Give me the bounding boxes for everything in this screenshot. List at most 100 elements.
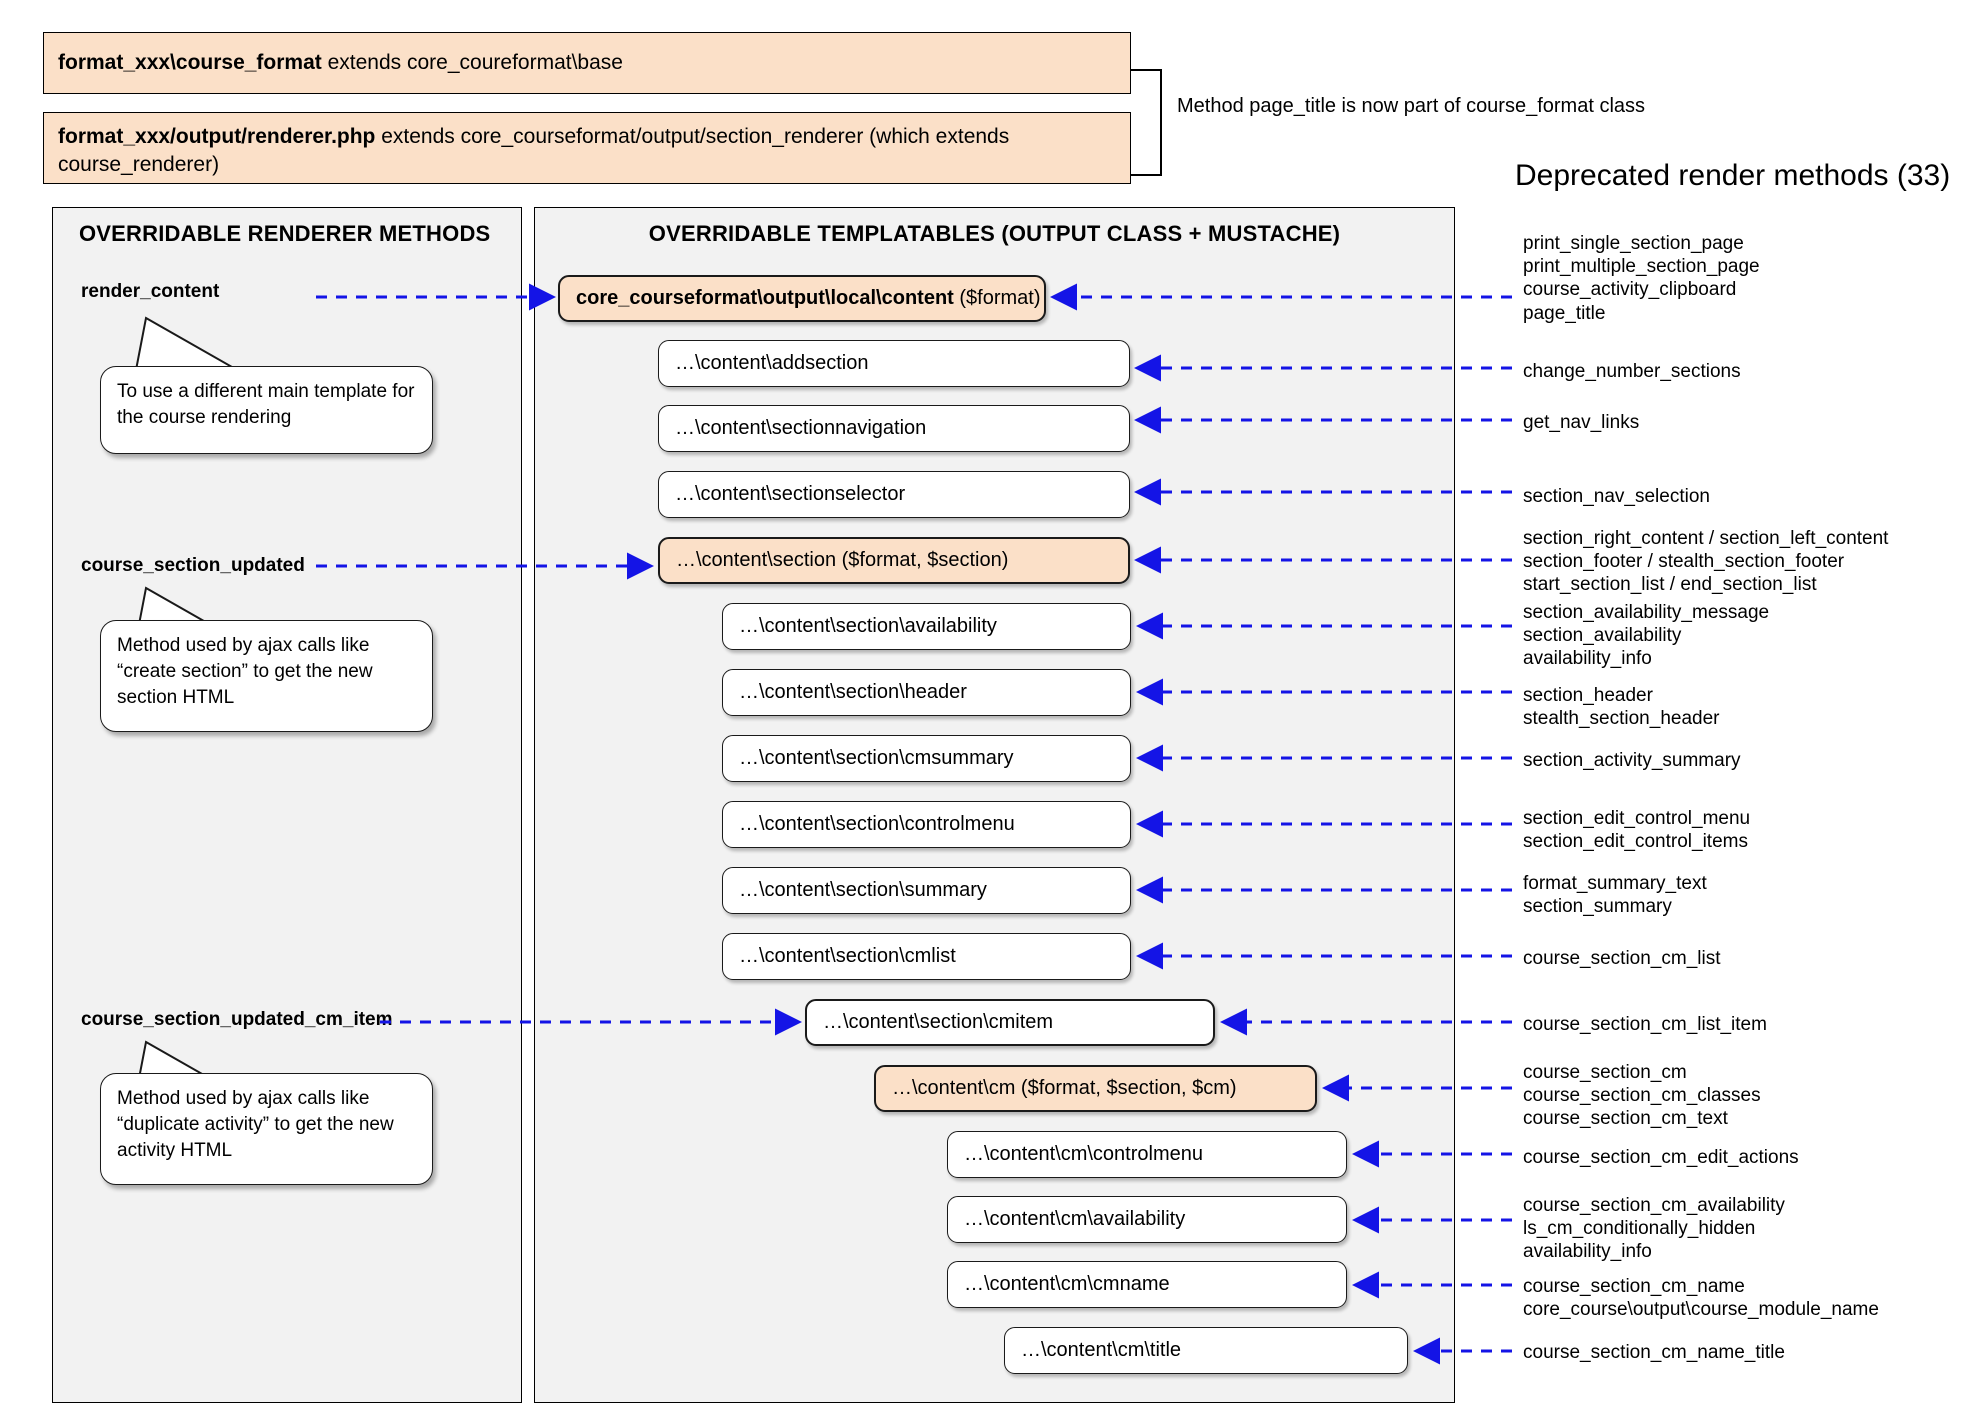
renderer-method-course-section-updated-cm-item[interactable]: course_section_updated_cm_item xyxy=(81,1009,393,1030)
templatable-box-content-text: core_courseformat\output\local\content (… xyxy=(576,287,1041,310)
deprecated-group-cm-availability: course_section_cm_availability ls_cm_con… xyxy=(1523,1194,1785,1264)
deprecated-line: get_nav_links xyxy=(1523,412,1640,433)
deprecated-line: print_single_section_page xyxy=(1523,233,1744,254)
deprecated-group-sectionnavigation: get_nav_links xyxy=(1523,411,1639,434)
callout-render-content-line1: To use a different main template for xyxy=(117,381,415,402)
templatable-box-sectionselector-label: …\content\sectionselector xyxy=(675,483,906,505)
templatable-box-section-header[interactable]: …\content\section\header xyxy=(722,669,1131,716)
deprecated-line: start_section_list / end_section_list xyxy=(1523,574,1817,596)
header-box-renderer-php-rest: extends core_courseformat/output/section… xyxy=(58,125,1010,176)
callout-cm-item-line1: Method used by ajax calls like xyxy=(117,1088,370,1109)
deprecated-line: course_section_cm_classes xyxy=(1523,1085,1761,1107)
deprecated-line: section_availability_message xyxy=(1523,602,1770,623)
templatable-box-content-rest: ($format) xyxy=(953,287,1041,309)
deprecated-line: course_section_cm_name xyxy=(1523,1276,1745,1297)
deprecated-group-cm-title: course_section_cm_name_title xyxy=(1523,1341,1785,1364)
templatable-box-section-header-label: …\content\section\header xyxy=(739,681,967,703)
templatable-box-cm-availability[interactable]: …\content\cm\availability xyxy=(947,1196,1347,1243)
deprecated-group-section-availability: section_availability_message section_ava… xyxy=(1523,601,1769,671)
callout-course-section-updated-line2: “create section” to get the new xyxy=(117,660,373,682)
deprecated-line: section_availability xyxy=(1523,625,1682,647)
deprecated-line: section_summary xyxy=(1523,896,1672,918)
templatable-box-cm[interactable]: …\content\cm ($format, $section, $cm) xyxy=(874,1065,1317,1112)
header-box-renderer-php: format_xxx/output/renderer.php extends c… xyxy=(43,112,1131,184)
deprecated-line: ls_cm_conditionally_hidden xyxy=(1523,1218,1756,1240)
deprecated-line: print_multiple_section_page xyxy=(1523,256,1760,278)
deprecated-line: availability_info xyxy=(1523,1241,1652,1263)
templatable-box-content[interactable]: core_courseformat\output\local\content (… xyxy=(558,275,1046,322)
deprecated-line: core_course\output\course_module_name xyxy=(1523,1299,1879,1321)
deprecated-group-addsection: change_number_sections xyxy=(1523,360,1741,383)
deprecated-line: section_nav_selection xyxy=(1523,486,1710,507)
templatable-box-sectionselector[interactable]: …\content\sectionselector xyxy=(658,471,1130,518)
callout-cm-item-line2: “duplicate activity” to get the new xyxy=(117,1113,394,1135)
callout-course-section-updated-line3: section HTML xyxy=(117,686,235,708)
templatable-box-section-availability-label: …\content\section\availability xyxy=(739,615,997,637)
templatable-box-addsection[interactable]: …\content\addsection xyxy=(658,340,1130,387)
deprecated-group-cm-controlmenu: course_section_cm_edit_actions xyxy=(1523,1146,1799,1169)
templatable-box-cm-cmname-label: …\content\cm\cmname xyxy=(964,1273,1170,1295)
templatable-box-section-cmlist-label: …\content\section\cmlist xyxy=(739,945,956,967)
deprecated-methods-title: Deprecated render methods (33) xyxy=(1515,159,1951,192)
deprecated-group-section-cmlist: course_section_cm_list xyxy=(1523,947,1720,970)
templatable-box-section-availability[interactable]: …\content\section\availability xyxy=(722,603,1131,650)
callout-course-section-updated: Method used by ajax calls like “create s… xyxy=(100,620,433,732)
header-box-course-format-bold: format_xxx\course_format xyxy=(58,51,322,75)
deprecated-line: availability_info xyxy=(1523,648,1652,670)
deprecated-line: section_activity_summary xyxy=(1523,750,1741,771)
deprecated-group-section-cmsummary: section_activity_summary xyxy=(1523,749,1741,772)
templatable-box-section-cmsummary[interactable]: …\content\section\cmsummary xyxy=(722,735,1131,782)
header-connector-bottom xyxy=(1131,174,1162,176)
templatable-box-section-cmitem-label: …\content\section\cmitem xyxy=(823,1011,1054,1033)
callout-cm-item-line3: activity HTML xyxy=(117,1139,233,1161)
deprecated-line: section_edit_control_menu xyxy=(1523,808,1751,829)
templatable-box-content-bold: core_courseformat\output\local\content xyxy=(576,287,954,309)
center-panel-title: OVERRIDABLE TEMPLATABLES (OUTPUT CLASS +… xyxy=(648,221,1341,246)
deprecated-line: course_section_cm xyxy=(1523,1062,1687,1083)
header-box-renderer-php-text: format_xxx/output/renderer.php extends c… xyxy=(58,123,1116,178)
templatable-box-section-cmlist[interactable]: …\content\section\cmlist xyxy=(722,933,1131,980)
templatable-box-cm-cmname[interactable]: …\content\cm\cmname xyxy=(947,1261,1347,1308)
deprecated-line: format_summary_text xyxy=(1523,873,1707,894)
deprecated-line: course_section_cm_list_item xyxy=(1523,1014,1767,1035)
left-panel-title: OVERRIDABLE RENDERER METHODS xyxy=(79,221,491,246)
deprecated-line: course_section_cm_edit_actions xyxy=(1523,1147,1799,1168)
header-box-course-format-rest: extends core_coureformat\base xyxy=(321,51,623,75)
deprecated-line: course_section_cm_list xyxy=(1523,948,1721,969)
header-connector-top xyxy=(1131,69,1162,71)
callout-course-section-updated-line1: Method used by ajax calls like xyxy=(117,635,370,656)
deprecated-group-content: print_single_section_page print_multiple… xyxy=(1523,232,1760,325)
deprecated-line: page_title xyxy=(1523,302,1606,324)
templatable-box-section-controlmenu-label: …\content\section\controlmenu xyxy=(739,813,1015,835)
deprecated-line: section_right_content / section_left_con… xyxy=(1523,528,1889,549)
templatable-box-cm-title[interactable]: …\content\cm\title xyxy=(1004,1327,1408,1374)
renderer-method-course-section-updated[interactable]: course_section_updated xyxy=(81,555,305,576)
templatable-box-section-summary-label: …\content\section\summary xyxy=(739,879,987,901)
deprecated-group-sectionselector: section_nav_selection xyxy=(1523,485,1710,508)
templatable-box-section-cmitem[interactable]: …\content\section\cmitem xyxy=(805,999,1215,1046)
header-connector-vertical xyxy=(1160,70,1162,176)
deprecated-line: course_section_cm_text xyxy=(1523,1108,1728,1130)
deprecated-group-cm: course_section_cm course_section_cm_clas… xyxy=(1523,1061,1761,1131)
templatable-box-cm-label: …\content\cm ($format, $section, $cm) xyxy=(892,1077,1237,1099)
templatable-box-cm-availability-label: …\content\cm\availability xyxy=(964,1208,1186,1230)
deprecated-group-section-header: section_header stealth_section_header xyxy=(1523,684,1719,730)
callout-render-content: To use a different main template for the… xyxy=(100,366,433,454)
deprecated-group-section-controlmenu: section_edit_control_menu section_edit_c… xyxy=(1523,807,1750,853)
deprecated-line: stealth_section_header xyxy=(1523,708,1720,730)
templatable-box-cm-controlmenu[interactable]: …\content\cm\controlmenu xyxy=(947,1131,1347,1178)
deprecated-group-section-summary: format_summary_text section_summary xyxy=(1523,872,1707,918)
templatable-box-section[interactable]: …\content\section ($format, $section) xyxy=(658,537,1130,584)
header-box-course-format-text: format_xxx\course_format extends core_co… xyxy=(58,49,623,77)
callout-render-content-line2: the course rendering xyxy=(117,406,292,428)
templatable-box-cm-title-label: …\content\cm\title xyxy=(1021,1339,1182,1361)
renderer-method-render-content[interactable]: render_content xyxy=(81,281,220,302)
deprecated-line: course_section_cm_name_title xyxy=(1523,1342,1785,1363)
callout-course-section-updated-cm-item: Method used by ajax calls like “duplicat… xyxy=(100,1073,433,1185)
deprecated-group-cm-cmname: course_section_cm_name core_course\outpu… xyxy=(1523,1275,1879,1321)
deprecated-line: section_footer / stealth_section_footer xyxy=(1523,551,1845,573)
templatable-box-section-controlmenu[interactable]: …\content\section\controlmenu xyxy=(722,801,1131,848)
templatable-box-sectionnavigation[interactable]: …\content\sectionnavigation xyxy=(658,405,1130,452)
templatable-box-section-label: …\content\section ($format, $section) xyxy=(676,549,1009,571)
templatable-box-section-summary[interactable]: …\content\section\summary xyxy=(722,867,1131,914)
